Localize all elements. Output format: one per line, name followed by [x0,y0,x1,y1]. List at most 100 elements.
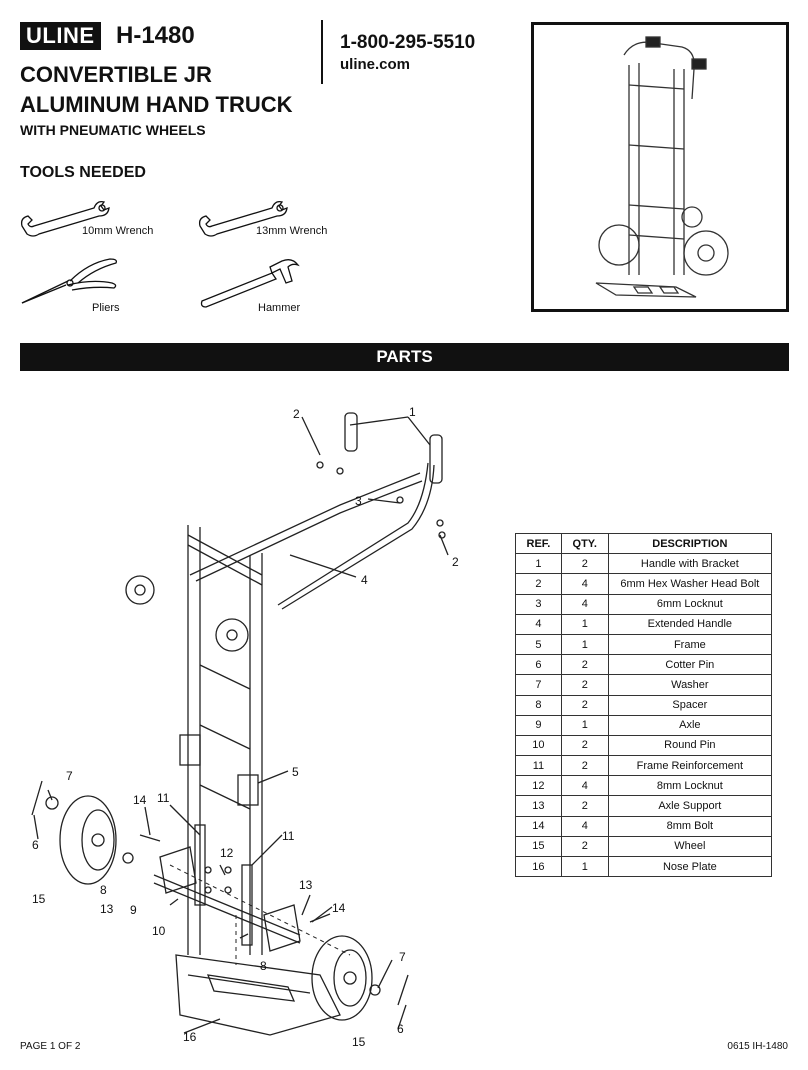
ref-cell: 3 [515,593,562,615]
ref-cell: 10 [515,734,562,757]
callout-12: 12 [220,846,234,860]
callout-13: 13 [299,878,313,892]
wrench-icon [198,200,288,237]
product-title: CONVERTIBLE JR ALUMINUM HAND TRUCK [20,60,320,120]
qty-cell: 4 [560,815,609,837]
callout-9: 9 [130,903,137,917]
exploded-parts-diagram [31,412,449,1036]
ref-cell: 4 [515,613,562,635]
qty-cell: 1 [560,714,609,736]
qty-cell: 4 [560,593,609,615]
qty-cell: 2 [560,755,609,777]
ref-cell: 8 [515,694,562,716]
parts-section-heading: PARTS [20,343,789,371]
ref-cell: 2 [515,573,562,595]
callout-3: 3 [355,494,362,508]
callout-11: 11 [157,791,170,805]
callout-6: 6 [397,1022,404,1036]
hammer-icon [200,259,300,308]
qty-cell: 2 [560,795,609,817]
description-cell: Frame Reinforcement [607,755,773,777]
tool-label-hammer: Hammer [258,302,301,314]
product-illustration-box [531,22,789,312]
callout-13: 13 [100,902,114,916]
callout-7: 7 [66,769,73,783]
ref-cell: 16 [515,855,562,878]
description-cell: Cotter Pin [607,654,773,676]
column-header-qty: QTY. [560,532,609,555]
tool-label-pliers: Pliers [92,302,120,314]
column-header-ref: REF. [515,532,562,555]
ref-cell: 15 [515,835,562,858]
ref-cell: 13 [515,795,562,817]
callout-6: 6 [32,838,39,852]
qty-cell: 2 [560,694,609,716]
uline-logo: ULINE [20,22,101,50]
phone-number: 1-800-295-5510 [340,32,476,53]
description-cell: Axle [607,714,773,736]
callout-15: 15 [352,1035,366,1049]
qty-cell: 2 [560,734,609,757]
description-cell: 8mm Locknut [607,775,773,797]
qty-cell: 2 [560,835,609,858]
qty-cell: 1 [560,613,609,635]
wrench-icon [20,200,110,237]
callout-7: 7 [399,950,406,964]
product-subtitle: WITH PNEUMATIC WHEELS [20,122,206,138]
qty-cell: 2 [560,553,609,575]
description-cell: 6mm Hex Washer Head Bolt [607,573,773,595]
hand-truck-illustration [595,36,729,298]
qty-cell: 2 [560,654,609,676]
page-number: PAGE 1 OF 2 [20,1041,81,1052]
description-cell: Axle Support [607,795,773,817]
callout-11: 11 [282,829,295,843]
callout-2: 2 [293,407,300,421]
tools-heading: TOOLS NEEDED [20,164,146,181]
callout-1: 1 [409,405,416,419]
callout-14: 14 [332,901,346,915]
callout-2: 2 [452,555,459,569]
model-number: H-1480 [116,22,195,49]
qty-cell: 4 [560,573,609,595]
description-cell: Nose Plate [607,855,773,878]
qty-cell: 1 [560,855,609,878]
qty-cell: 2 [560,674,609,696]
ref-cell: 14 [515,815,562,837]
ref-cell: 1 [515,553,562,575]
ref-cell: 12 [515,775,562,797]
description-cell: 8mm Bolt [607,815,773,837]
ref-cell: 6 [515,654,562,676]
ref-cell: 11 [515,755,562,777]
document-code: 0615 IH-1480 [727,1041,788,1052]
description-cell: Handle with Bracket [607,553,773,575]
callout-8: 8 [100,883,107,897]
callout-14: 14 [133,793,147,807]
description-cell: Round Pin [607,734,773,757]
website: uline.com [340,56,411,73]
qty-cell: 1 [560,633,609,656]
parts-table-header: REF. QTY. DESCRIPTION [515,532,773,555]
tool-label-13mm-wrench: 13mm Wrench [256,225,328,237]
callout-4: 4 [361,573,368,587]
description-cell: Washer [607,674,773,696]
description-cell: Frame [607,633,773,656]
callout-16: 16 [183,1030,197,1044]
callout-10: 10 [152,924,166,938]
